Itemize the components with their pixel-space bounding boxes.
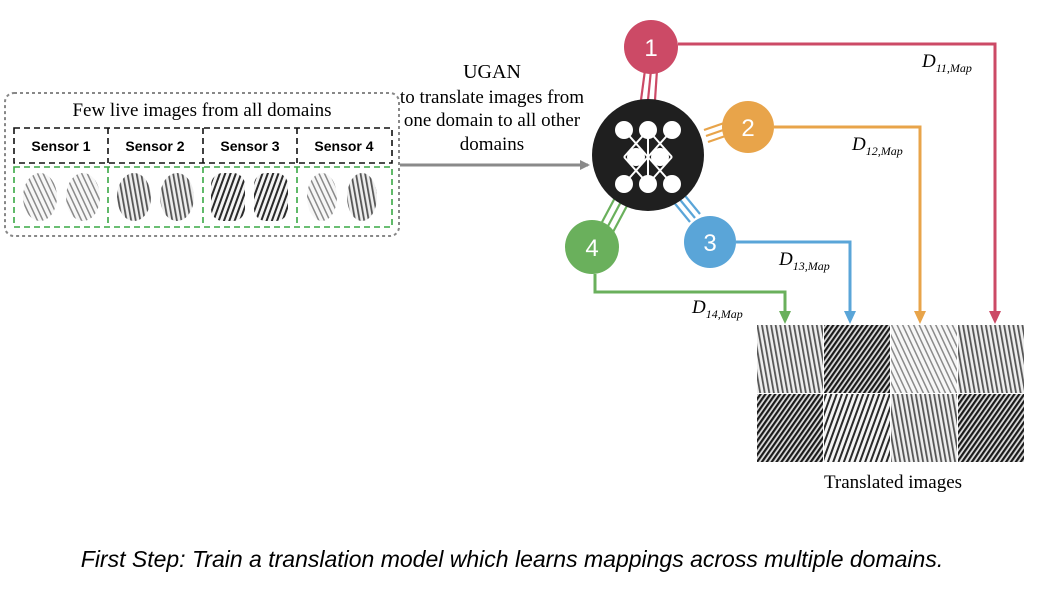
translated-image: [757, 325, 823, 393]
mapping-path-4: [593, 274, 787, 312]
domain-circles: 1 2 3 4: [565, 20, 774, 274]
translated-images-caption: Translated images: [824, 472, 962, 493]
fingerprint-image: [66, 173, 100, 221]
mapping-arrowhead-1: [989, 311, 1001, 324]
mapping-label-3: D13,Map: [778, 249, 830, 273]
sensor-3-label: Sensor 3: [220, 138, 279, 154]
fingerprint-image: [307, 173, 337, 221]
source-box-title: Few live images from all domains: [72, 100, 331, 121]
ugan-desc-line: to translate images from: [400, 87, 584, 108]
mapping-path-1: [678, 42, 997, 312]
ugan-desc-line: one domain to all other: [404, 110, 581, 131]
translated-image: [757, 394, 823, 462]
sensor-1-label: Sensor 1: [31, 138, 90, 154]
mapping-path-2: [774, 125, 922, 312]
mapping-arrowhead-4: [779, 311, 791, 324]
domain-2-circle: [722, 101, 774, 153]
source-box: Few live images from all domains Sensor …: [4, 92, 400, 237]
fingerprint-image: [160, 173, 194, 221]
mapping-labels: D11,Map D12,Map D13,Map D14,Map: [691, 51, 972, 321]
figure-caption: First Step: Train a translation model wh…: [81, 546, 943, 572]
fingerprint-image: [211, 173, 245, 221]
sensor-image-row: [13, 166, 393, 228]
mapping-label-4: D14,Map: [691, 297, 743, 321]
domain-3-circle: [684, 216, 736, 268]
translated-image: [891, 325, 957, 393]
fingerprint-image: [254, 173, 288, 221]
translated-image: [958, 325, 1024, 393]
sensor-4-label: Sensor 4: [314, 138, 373, 154]
mapping-label-2: D12,Map: [851, 134, 903, 158]
translated-image: [824, 325, 890, 393]
sensor-2-label: Sensor 2: [125, 138, 184, 154]
source-box-border: [4, 92, 400, 237]
ugan-title: UGAN: [463, 61, 521, 83]
domain-3-number: 3: [703, 230, 716, 257]
fingerprint-image: [117, 173, 151, 221]
domain-1-circle: [624, 20, 678, 74]
domain-4-circle: [565, 220, 619, 274]
fingerprint-image: [347, 173, 377, 221]
domain-4-number: 4: [585, 235, 598, 262]
mapping-arrowhead-2: [914, 311, 926, 324]
mapping-path-3: [736, 240, 852, 312]
mapping-arrowheads: [779, 311, 1001, 324]
domain-2-number: 2: [741, 115, 754, 142]
translated-image: [891, 394, 957, 462]
translated-image: [824, 394, 890, 462]
ugan-label: UGAN to translate images from one domain…: [400, 61, 584, 155]
mapping-label-1: D11,Map: [921, 51, 972, 75]
ugan-desc-line: domains: [460, 134, 524, 155]
translated-images: Translated images: [757, 325, 1024, 493]
mapping-arrowhead-3: [844, 311, 856, 324]
mapping-arrows: [593, 42, 997, 312]
fingerprint-image: [23, 173, 57, 221]
ugan-hub: [592, 99, 704, 211]
domain-1-number: 1: [644, 35, 657, 62]
translated-image: [958, 394, 1024, 462]
